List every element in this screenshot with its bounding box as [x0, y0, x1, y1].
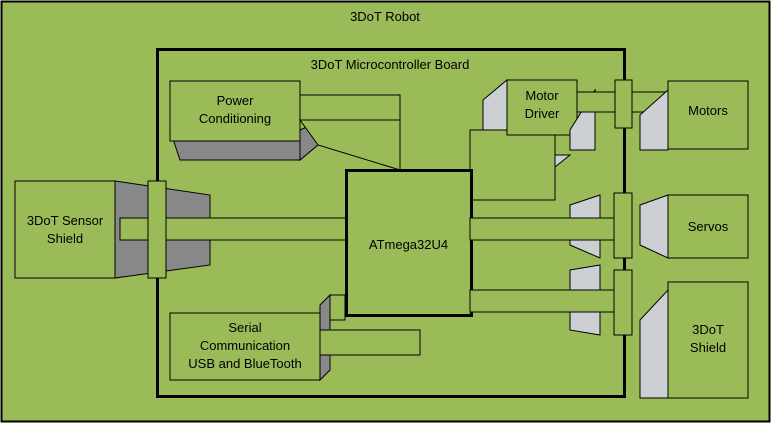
mcu-block — [345, 169, 473, 317]
motors-block — [667, 80, 749, 150]
motors-connector — [569, 79, 749, 151]
3dot-shield-label: 3DoT Shield — [689, 322, 727, 355]
shield-connector — [469, 264, 749, 399]
servos-block — [667, 194, 749, 259]
power-block-3d — [169, 80, 401, 171]
serial-communication-block — [169, 312, 321, 381]
sensor-shield-connector — [14, 180, 351, 279]
motors-label: Motors — [688, 103, 728, 118]
motor-driver-block — [506, 79, 578, 136]
servos-label: Servos — [687, 219, 729, 234]
serial-communication-label: Serial Communication USB and BlueTooth — [188, 320, 302, 371]
power-conditioning-block — [169, 80, 301, 142]
mcu-label: ATmega32U4 — [368, 237, 449, 252]
board-label: 3DoT Microcontroller Board — [310, 57, 470, 72]
servos-connector — [469, 192, 749, 259]
motor-driver-label: Motor Driver — [524, 88, 560, 121]
motor-driver-block-3d — [469, 78, 578, 201]
sensor-shield-block — [14, 180, 116, 279]
diagram-title: 3DoT Robot — [350, 9, 420, 24]
3dot-shield-block — [667, 281, 749, 399]
power-conditioning-label: Power Conditioning — [198, 93, 272, 126]
sensor-shield-label: 3DoT Sensor Shield — [26, 213, 104, 246]
serial-block-3d — [169, 293, 421, 382]
